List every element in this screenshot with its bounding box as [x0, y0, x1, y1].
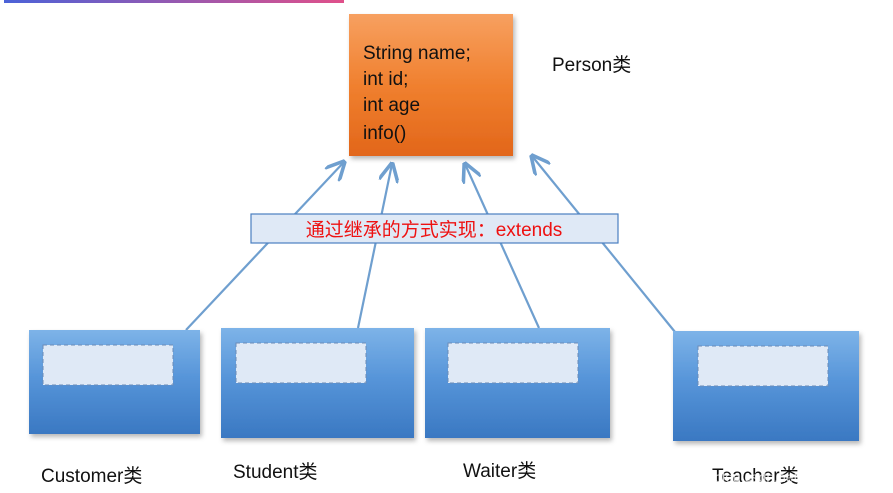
arrow-customer-to-person — [185, 162, 344, 331]
teacher-inner-field — [697, 345, 829, 387]
person-class-label: Person类 — [552, 54, 631, 76]
arrow-student-to-person — [356, 164, 392, 329]
student-class-label: Student类 — [233, 461, 318, 483]
teacher-class-box — [673, 331, 859, 441]
inheritance-arrows — [185, 156, 676, 333]
accent-line — [4, 0, 344, 3]
person-field-id: int id; — [363, 69, 408, 90]
student-inner-field — [235, 342, 367, 384]
watermark-text: https://blog.csdn.net/qq_43182741 — [672, 469, 887, 485]
person-field-name: String name; — [363, 43, 471, 64]
customer-class-label: Customer类 — [41, 465, 142, 487]
customer-class-box — [29, 330, 200, 434]
teacher-class-label: Teacher类 — [712, 465, 799, 487]
inheritance-note-text: 通过继承的方式实现：extends — [306, 219, 563, 241]
waiter-inner-field — [447, 342, 579, 384]
student-class-box — [221, 328, 414, 438]
waiter-class-box — [425, 328, 610, 438]
arrow-teacher-to-person — [532, 156, 676, 333]
person-method-info: info() — [363, 123, 406, 144]
inheritance-note: 通过继承的方式实现：extends — [250, 213, 619, 244]
waiter-class-label: Waiter类 — [463, 460, 536, 482]
arrow-waiter-to-person — [465, 164, 541, 329]
person-class-box: String name; int id; int age info() — [349, 14, 513, 156]
person-field-age: int age — [363, 95, 420, 116]
customer-inner-field — [42, 344, 174, 386]
